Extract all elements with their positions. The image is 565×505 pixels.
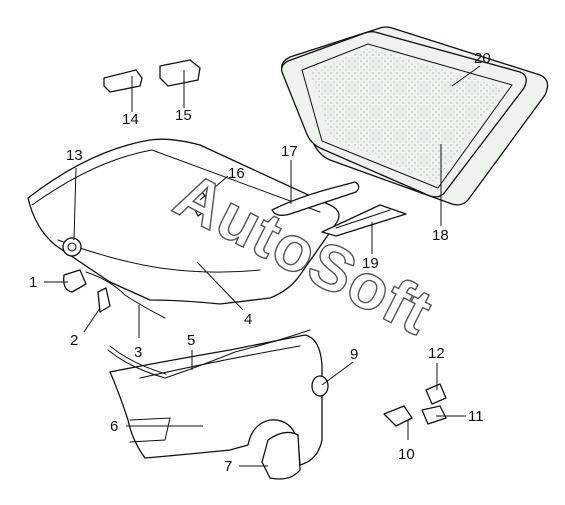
latch-bracket	[97, 287, 111, 313]
side-repeater	[311, 375, 329, 397]
callout-numbers: 1 2 3 4 5 6 7 8 9 10 11 12 13 14 15 16 1…	[29, 50, 491, 475]
callout-7: 7	[224, 458, 232, 475]
callout-18: 18	[432, 227, 449, 244]
callout-16: 16	[228, 165, 245, 182]
front-fender	[109, 334, 323, 466]
hood-insulator	[62, 237, 82, 257]
callout-20: 20	[474, 50, 491, 67]
clip-14	[103, 69, 143, 93]
release-cable	[85, 271, 166, 319]
callout-5: 5	[187, 332, 195, 349]
callout-12: 12	[428, 345, 445, 362]
callout-13: 13	[66, 147, 83, 164]
part-11	[421, 405, 447, 425]
callout-3: 3	[134, 344, 142, 361]
callout-11: 11	[468, 408, 484, 425]
callout-1: 1	[29, 274, 37, 291]
mud-flap	[261, 431, 301, 480]
windshield	[280, 26, 549, 206]
clip-15	[159, 59, 201, 87]
callout-17: 17	[281, 143, 298, 160]
part-10	[383, 405, 413, 427]
hood-latch	[63, 269, 87, 293]
wiper-arm	[271, 181, 360, 216]
callout-9: 9	[350, 346, 358, 363]
fender-apron-cable	[107, 329, 311, 379]
hood-hinge	[189, 191, 213, 217]
wiper-blade	[321, 204, 407, 237]
callout-2: 2	[70, 332, 78, 349]
callout-15: 15	[175, 107, 192, 124]
leader-lines	[44, 65, 481, 467]
part-12	[425, 383, 447, 405]
callout-19: 19	[362, 255, 379, 272]
callout-4: 4	[244, 311, 252, 328]
callout-14: 14	[122, 111, 139, 128]
callout-10: 10	[398, 446, 415, 463]
callout-6: 6	[110, 418, 118, 435]
